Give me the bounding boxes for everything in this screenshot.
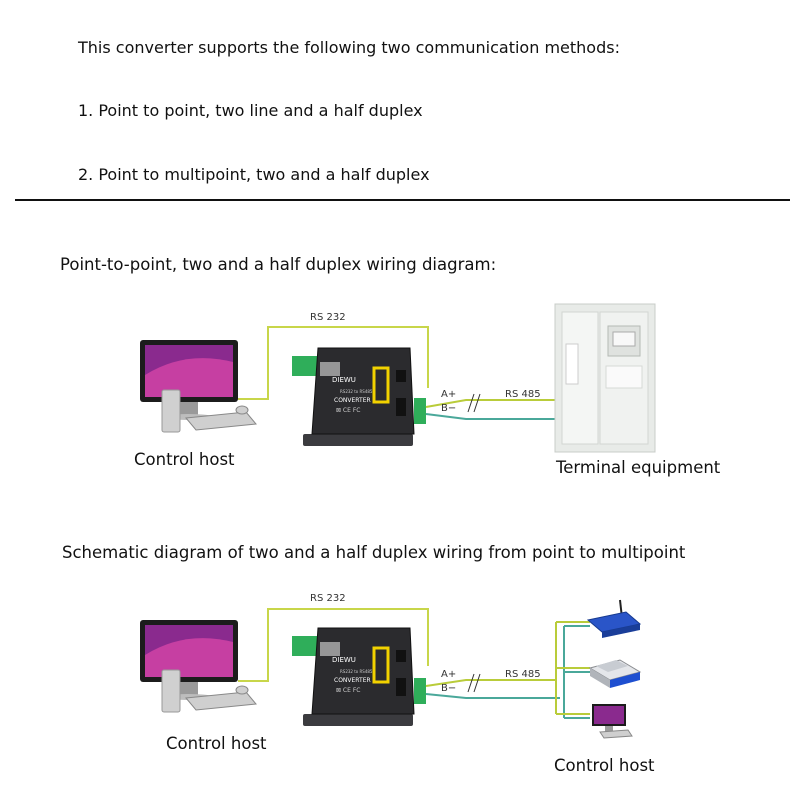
section1-title: Point-to-point, two and a half duplex wi… [60,255,497,274]
terminal-block-left [292,636,320,656]
rs485-branch-bus [555,621,590,719]
terminal-block-right [414,678,426,704]
svg-text:CONVERTER: CONVERTER [334,397,371,404]
converter-device: DIEWU RS232 to RS485 CONVERTER ⊠ CE FC [292,347,426,446]
rs485-wire-b [425,413,560,420]
section2-title: Schematic diagram of two and a half dupl… [62,543,686,562]
rs485-wire-a [425,399,560,408]
rs485-wire-b [425,693,560,699]
computer-icon [140,340,257,433]
svg-text:A+: A+ [441,669,456,680]
svg-text:A+: A+ [441,389,456,400]
svg-text:⊠ CE FC: ⊠ CE FC [336,407,360,414]
rs485-label: RS 485 [505,669,541,680]
section2-remote-caption: Control host [554,756,655,775]
section1-terminal-caption: Terminal equipment [556,458,721,477]
terminal-block-left [292,356,320,376]
rs232-label: RS 232 [310,593,346,604]
intro-line-3: 2. Point to multipoint, two and a half d… [78,165,430,184]
svg-text:⊠ CE FC: ⊠ CE FC [336,687,360,694]
converter-device: DIEWU RS232 to RS485 CONVERTER ⊠ CE FC [292,627,426,726]
svg-text:B−: B− [441,683,456,694]
section1-host-caption: Control host [134,450,235,469]
computer-icon [140,620,257,713]
router-icon [586,599,642,638]
scale-icon [588,659,642,688]
rs485-wire-a [425,679,556,687]
point-to-multipoint-diagram: RS 232 DIEWU RS232 to RS485 CONVERTER ⊠ … [140,593,642,739]
rs232-wire [238,608,429,682]
svg-text:B−: B− [441,403,456,414]
svg-text:RS232 to RS485: RS232 to RS485 [340,389,373,394]
converter-brand: DIEWU [332,376,356,384]
intro-line-2: 1. Point to point, two line and a half d… [78,101,423,120]
terminal-block-right [414,398,426,424]
rs232-wire [238,326,429,400]
rs485-label: RS 485 [505,389,541,400]
converter-brand: DIEWU [332,656,356,664]
svg-text:RS232 to RS485: RS232 to RS485 [340,669,373,674]
computer-icon [592,704,633,739]
section-divider [15,199,790,201]
svg-text:CONVERTER: CONVERTER [334,677,371,684]
terminal-equipment-cabinet [554,303,656,453]
intro-line-1: This converter supports the following tw… [78,38,620,57]
point-to-point-diagram: RS 232 DIEWU RS232 to RS485 CONVERTER ⊠ … [140,303,656,453]
rs232-label: RS 232 [310,312,346,323]
section2-host-caption: Control host [166,734,267,753]
